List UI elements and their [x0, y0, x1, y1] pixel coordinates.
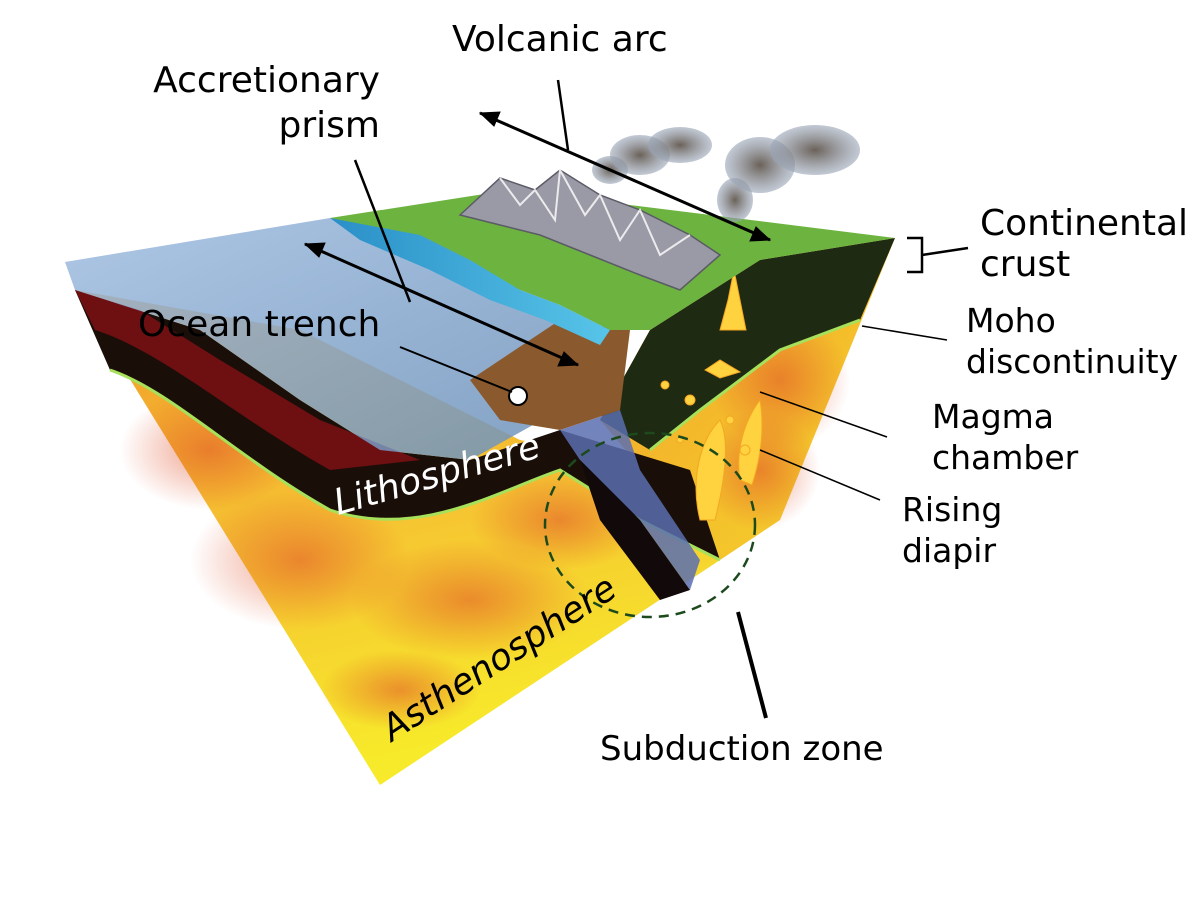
continental-crust-label-line2: crust: [980, 244, 1071, 285]
accretionary-prism-label-line2: prism: [278, 105, 380, 146]
magma-diapirs: [660, 269, 763, 521]
ocean-trench-marker: [508, 386, 528, 406]
oceanic-crust-rim: [75, 290, 420, 470]
volcanic-mountains: [458, 166, 722, 291]
lithosphere-boundary-line: [109, 368, 721, 562]
accretionary-prism-label-line1: Accretionary: [153, 60, 380, 101]
moho-boundary-line: [649, 318, 861, 452]
rising-diapir-label-line2: diapir: [902, 531, 997, 570]
subduction-zone-label: Subduction zone: [600, 729, 884, 769]
accretionary-prism-wedge: [470, 320, 630, 430]
subduction-zone-outline: [543, 431, 757, 619]
leader-lines: [303, 79, 969, 719]
volcanic-plume-left: [592, 127, 712, 184]
continental-crust-label-line1: Continental: [980, 203, 1189, 244]
lithosphere-band: [75, 290, 720, 560]
volcanic-plume-right: [717, 125, 860, 222]
mantle-texture: [120, 310, 850, 730]
magma-chamber-label-line1: Magma: [932, 397, 1055, 436]
rising-diapir-label-line1: Rising: [902, 490, 1003, 529]
subducting-slab-dark: [580, 460, 690, 600]
moho-label-line2: discontinuity: [966, 342, 1179, 381]
magma-chamber-label-line2: chamber: [932, 438, 1079, 477]
ocean-trench-label: Ocean trench: [138, 304, 381, 345]
continental-lithosphere: [600, 238, 895, 450]
volcanic-arc-label: Volcanic arc: [452, 19, 668, 60]
subducting-slab: [560, 410, 700, 590]
moho-label-line1: Moho: [966, 301, 1056, 340]
coastline: [330, 218, 610, 345]
